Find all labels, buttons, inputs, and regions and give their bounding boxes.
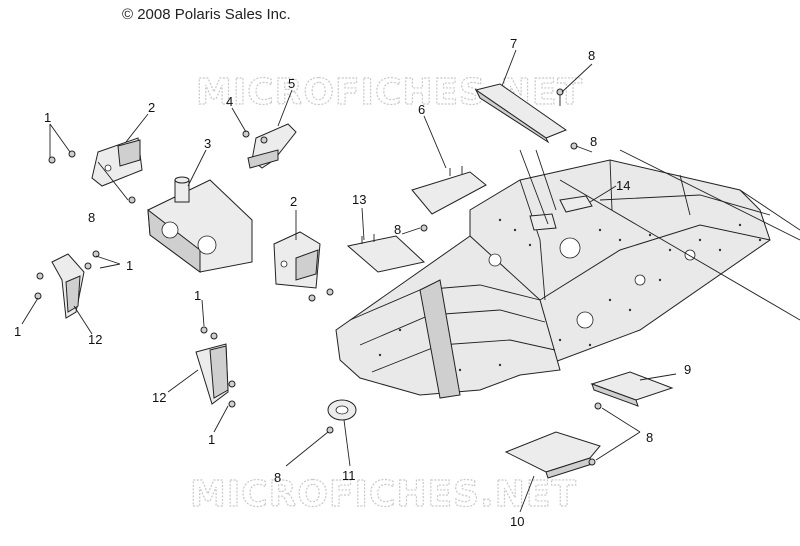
callout-11: 11	[342, 468, 356, 483]
part-2-bracket-left	[91, 137, 143, 187]
callout-2: 2	[290, 194, 297, 209]
callout-2: 2	[148, 100, 155, 115]
callout-7: 7	[510, 36, 517, 51]
callout-1: 1	[126, 258, 133, 273]
callout-8: 8	[646, 430, 653, 445]
part-6-bracket	[411, 171, 487, 215]
part-3-housing	[147, 176, 253, 273]
part-10-plate	[504, 431, 601, 479]
callout-1: 1	[208, 432, 215, 447]
watermark-bottom: MICROFICHES.NET	[190, 474, 577, 515]
callout-8: 8	[88, 210, 95, 225]
part-13-plate	[346, 235, 426, 273]
callout-1: 1	[194, 288, 201, 303]
part-12-bracket-lower	[195, 343, 229, 405]
callout-4: 4	[226, 94, 233, 109]
part-2-bracket-mid	[273, 231, 321, 289]
callout-12: 12	[152, 390, 166, 405]
callout-1: 1	[44, 110, 51, 125]
callout-14: 14	[616, 178, 630, 193]
callout-3: 3	[204, 136, 211, 151]
callout-8: 8	[590, 134, 597, 149]
part-9-plate	[590, 371, 674, 407]
callout-5: 5	[288, 76, 295, 91]
copyright-text: © 2008 Polaris Sales Inc.	[122, 6, 291, 23]
callouts: 1 2 3 4 5 6 7 8 8 8 14 2 13 8 1 1 12 1 1…	[14, 36, 691, 529]
part-11-guide	[327, 399, 357, 421]
fasteners	[34, 130, 602, 466]
part-14-bracket	[559, 195, 593, 213]
callout-9: 9	[684, 362, 691, 377]
callout-1: 1	[14, 324, 21, 339]
callout-13: 13	[352, 192, 366, 207]
callout-8: 8	[394, 222, 401, 237]
callout-12: 12	[88, 332, 102, 347]
leader-lines	[21, 49, 677, 513]
callout-8: 8	[588, 48, 595, 63]
callout-6: 6	[418, 102, 425, 117]
callout-8: 8	[274, 470, 281, 485]
callout-10: 10	[510, 514, 524, 529]
part-12-bracket-upper	[51, 253, 85, 319]
chassis-frame	[335, 149, 800, 399]
